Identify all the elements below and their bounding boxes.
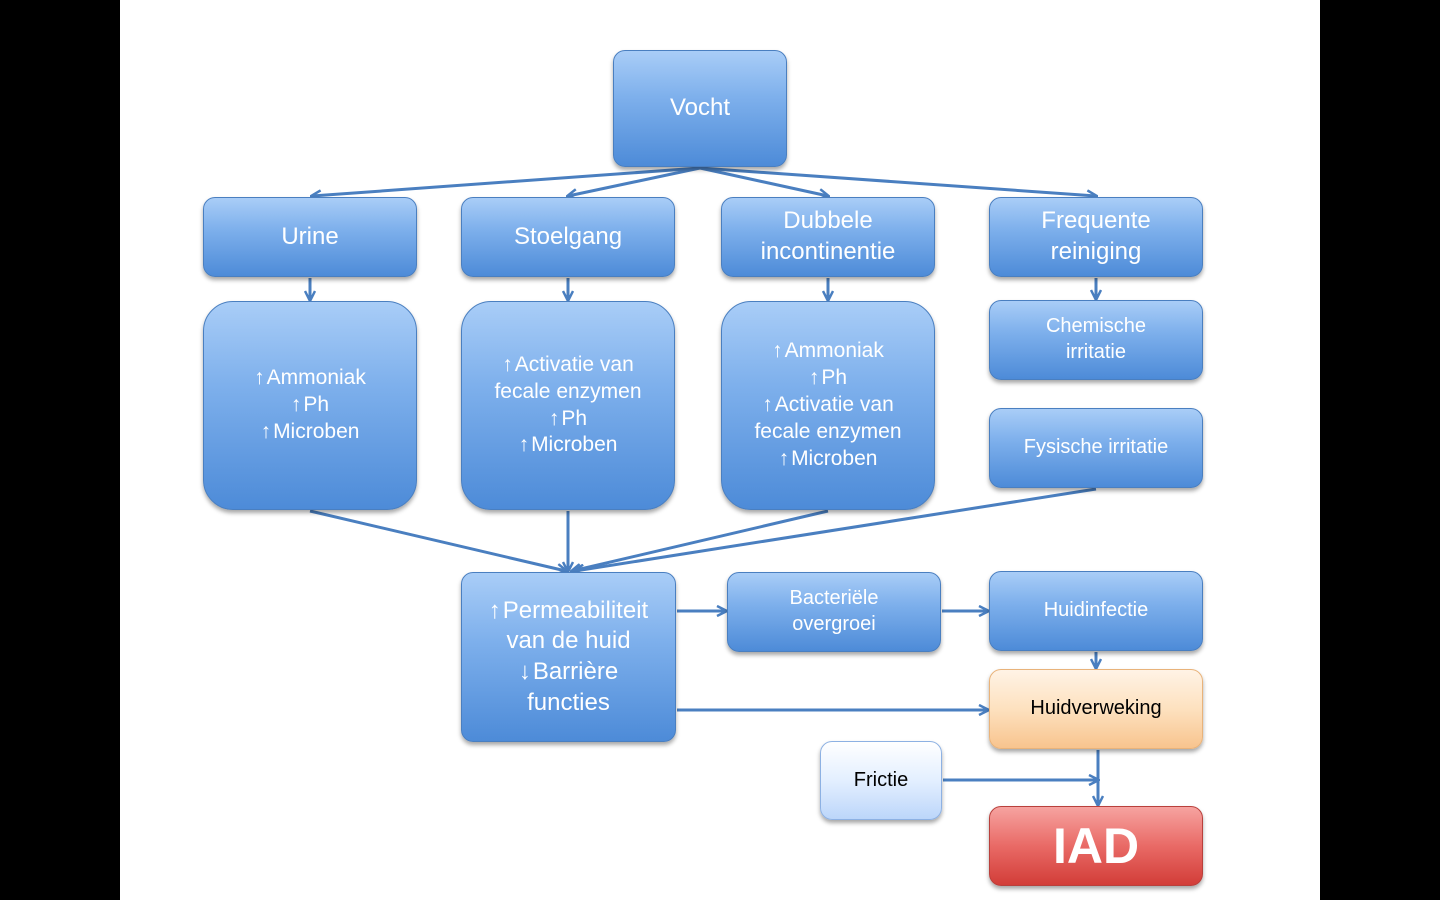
dubbele-effect-microben: ↑Microben bbox=[778, 446, 878, 470]
stoelgang-effect-ph: ↑Ph bbox=[548, 406, 588, 430]
perm-line2: van de huid bbox=[506, 627, 631, 655]
arrow-up-icon: ↑ bbox=[772, 339, 783, 363]
iad-label: IAD bbox=[1052, 818, 1140, 874]
dubbele-effect-ammoniak: ↑Ammoniak bbox=[772, 339, 884, 363]
stoelgang-effect-enzymen: fecale enzymen bbox=[494, 379, 642, 403]
dubbele-effect-enzymen: fecale enzymen bbox=[754, 419, 902, 443]
dubbele-effect-activatie: ↑Activatie van bbox=[762, 393, 894, 417]
node-frictie: Frictie bbox=[820, 741, 942, 820]
node-dubbele-line2: incontinentie bbox=[760, 238, 896, 265]
node-bacteriele-overgroei: Bacteriële overgroei bbox=[727, 572, 941, 652]
node-fysische-irritatie: Fysische irritatie bbox=[989, 408, 1203, 488]
stoelgang-effect-microben: ↑Microben bbox=[518, 433, 618, 457]
huidverweking-label: Huidverweking bbox=[1030, 697, 1162, 720]
arrow-up-icon: ↑ bbox=[518, 433, 530, 457]
chemische-line1: Chemische bbox=[1045, 315, 1147, 338]
arrow-down-icon: ↓ bbox=[518, 658, 531, 685]
bacteriele-line1: Bacteriële bbox=[789, 587, 879, 610]
node-huidverweking: Huidverweking bbox=[989, 669, 1203, 749]
arrow-up-icon: ↑ bbox=[502, 352, 513, 376]
fysische-label: Fysische irritatie bbox=[1023, 436, 1169, 459]
stoelgang-effect-activatie: ↑Activatie van bbox=[502, 352, 634, 376]
node-dubbele-incontinentie: Dubbele incontinentie bbox=[721, 197, 935, 277]
node-iad: IAD bbox=[989, 806, 1203, 886]
arrow-up-icon: ↑ bbox=[808, 366, 820, 390]
urine-effect-microben: ↑Microben bbox=[260, 419, 360, 443]
node-stoelgang-label: Stoelgang bbox=[513, 222, 623, 250]
node-urine-label: Urine bbox=[281, 222, 339, 250]
perm-line1: ↑Permeabiliteit bbox=[488, 596, 649, 624]
huidinfectie-label: Huidinfectie bbox=[1043, 599, 1149, 622]
arrow-up-icon: ↑ bbox=[778, 446, 790, 470]
urine-effect-ammoniak: ↑Ammoniak bbox=[254, 366, 366, 390]
arrow-up-icon: ↑ bbox=[488, 596, 501, 624]
perm-line4: functies bbox=[527, 688, 610, 716]
node-chemische-irritatie: Chemische irritatie bbox=[989, 300, 1203, 380]
node-stoelgang-effects: ↑Activatie van fecale enzymen ↑Ph ↑Micro… bbox=[461, 301, 675, 510]
node-frequente-line2: reiniging bbox=[1050, 238, 1142, 265]
arrow-up-icon: ↑ bbox=[762, 393, 773, 417]
perm-line3: ↓Barrière bbox=[518, 658, 619, 685]
arrow-up-icon: ↑ bbox=[548, 406, 560, 430]
node-huidinfectie: Huidinfectie bbox=[989, 571, 1203, 651]
node-permeabiliteit: ↑Permeabiliteit van de huid ↓Barrière fu… bbox=[461, 572, 676, 742]
urine-effect-ph: ↑Ph bbox=[290, 393, 330, 417]
node-stoelgang: Stoelgang bbox=[461, 197, 675, 277]
node-dubbele-line1: Dubbele bbox=[783, 207, 873, 235]
node-vocht-label: Vocht bbox=[669, 94, 731, 122]
node-urine-effects: ↑Ammoniak ↑Ph ↑Microben bbox=[203, 301, 417, 510]
dubbele-effect-ph: ↑Ph bbox=[808, 366, 848, 390]
node-frequente-reiniging: Frequente reiniging bbox=[989, 197, 1203, 277]
frictie-label: Frictie bbox=[853, 768, 909, 791]
arrow-up-icon: ↑ bbox=[290, 393, 302, 417]
node-dubbele-effects: ↑Ammoniak ↑Ph ↑Activatie van fecale enzy… bbox=[721, 301, 935, 510]
node-urine: Urine bbox=[203, 197, 417, 277]
node-vocht: Vocht bbox=[613, 50, 787, 167]
node-frequente-line1: Frequente bbox=[1041, 207, 1151, 235]
bacteriele-line2: overgroei bbox=[792, 613, 876, 635]
arrow-up-icon: ↑ bbox=[254, 366, 265, 390]
arrow-up-icon: ↑ bbox=[260, 419, 272, 443]
chemische-line2: irritatie bbox=[1065, 341, 1126, 363]
